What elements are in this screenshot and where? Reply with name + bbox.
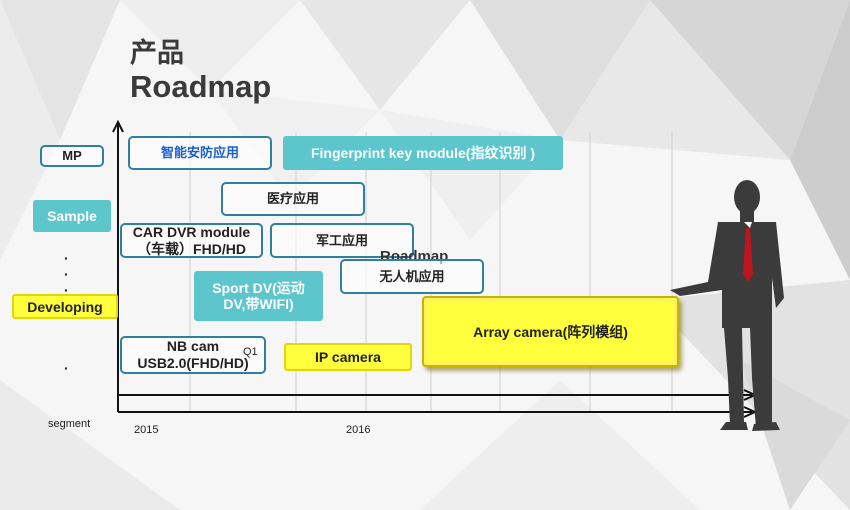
- year-2015-label: 2015: [134, 424, 159, 436]
- segment-label: segment: [48, 418, 91, 430]
- ip-camera-text: IP camera: [315, 349, 381, 365]
- businessman-icon: [670, 180, 784, 431]
- car-dvr-box: CAR DVR module（车载）FHD/HD: [120, 223, 263, 258]
- mp-label: MP: [40, 145, 104, 167]
- sport-dv-text: Sport DV(运动DV,带WIFI): [212, 280, 305, 312]
- military-app-box: 军工应用: [270, 223, 414, 258]
- sample-label: Sample: [33, 200, 111, 232]
- military-app-text: 军工应用: [315, 232, 368, 248]
- sample-label-text: Sample: [47, 208, 97, 224]
- array-camera-box: Array camera(阵列模组): [422, 296, 679, 367]
- title-line-2: Roadmap: [130, 69, 272, 104]
- q1-label: Q1: [243, 346, 258, 358]
- ip-camera-box: IP camera: [284, 343, 412, 371]
- medical-app-box: 医疗应用: [221, 182, 365, 216]
- nb-cam-text: NB cam USB2.0(FHD/HD): [137, 338, 249, 371]
- dot-4: ·: [64, 360, 69, 376]
- array-camera-text: Array camera(阵列模组): [473, 323, 628, 340]
- mp-label-text: MP: [62, 148, 82, 163]
- year-2016-label: 2016: [346, 424, 371, 436]
- car-dvr-text: CAR DVR module（车载）FHD/HD: [132, 223, 251, 257]
- sport-dv-box: Sport DV(运动DV,带WIFI): [194, 271, 323, 321]
- dot-2: ·: [64, 266, 69, 282]
- fingerprint-module-box: Fingerprint key module(指纹识别 ): [283, 136, 563, 170]
- security-app-box: 智能安防应用: [128, 136, 272, 170]
- title-line-1: 产品: [130, 38, 184, 68]
- drone-app-text: 无人机应用: [379, 269, 445, 284]
- dot-3: ·: [64, 282, 69, 298]
- developing-label-text: Developing: [27, 298, 103, 315]
- dot-1: ·: [64, 250, 69, 266]
- developing-label: Developing: [12, 294, 118, 319]
- medical-app-text: 医疗应用: [266, 191, 319, 206]
- drone-app-box: 无人机应用: [340, 259, 484, 294]
- page-title: 产品 Roadmap: [130, 36, 271, 104]
- security-app-text: 智能安防应用: [160, 145, 239, 160]
- fingerprint-module-text: Fingerprint key module(指纹识别 ): [310, 145, 535, 161]
- nb-cam-box: NB cam USB2.0(FHD/HD): [120, 336, 266, 374]
